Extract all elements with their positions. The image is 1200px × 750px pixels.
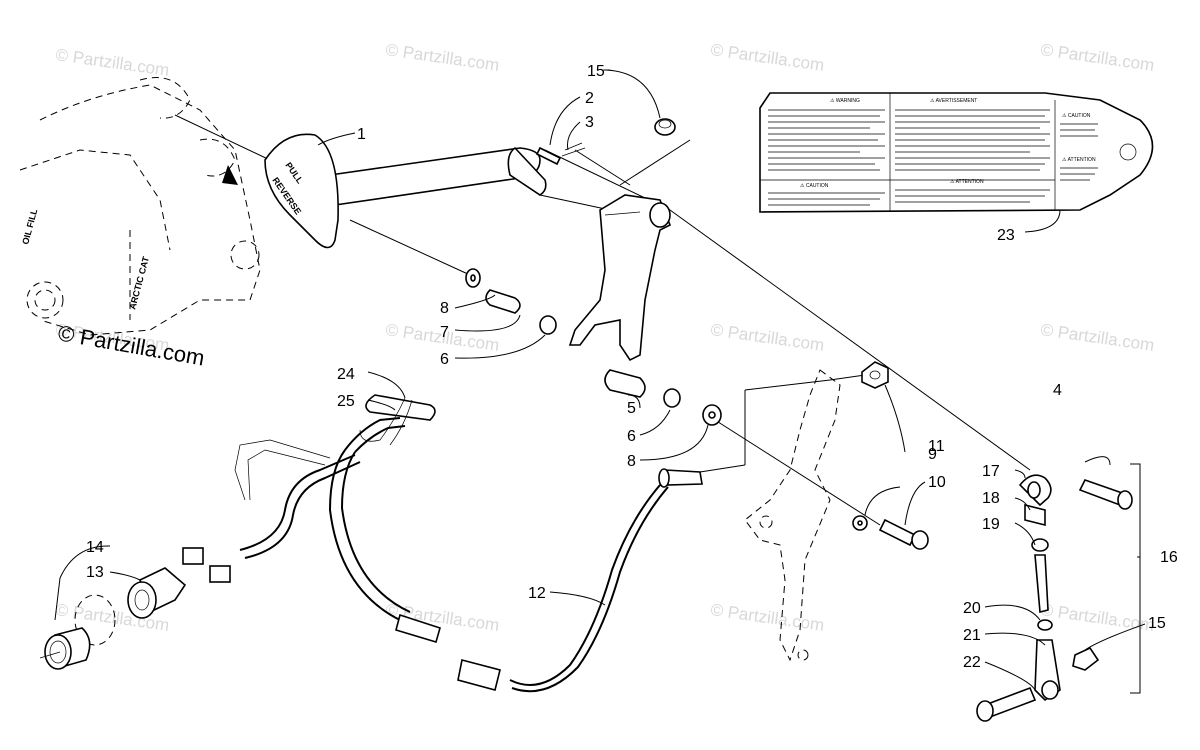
callout-1: 1 [357,126,366,143]
callout-14: 14 [86,539,104,556]
watermark: © Partzilla.com [1039,600,1155,635]
ignition-switch [39,567,187,670]
callout-7: 7 [440,324,449,341]
mount-bracket-phantom [744,369,841,662]
reverse-switch-cable [457,468,703,693]
callout-4: 4 [1053,382,1062,399]
callout-17: 17 [982,463,1000,480]
linkage-rod-assembly [976,463,1141,722]
bolt-10 [878,518,929,550]
callout-8b: 8 [627,453,636,470]
decal-attention-heading: ⚠ ATTENTION [950,179,984,185]
decal-warning-heading: ⚠ WARNING [830,98,860,104]
decal-fine-print [768,109,1098,206]
callout-12: 12 [528,585,546,602]
watermark: © Partzilla.com [1039,40,1155,75]
watermark: © Partzilla.com [709,40,825,75]
callout-2: 2 [585,90,594,107]
callout-18: 18 [982,490,1000,507]
decal-avertissement-heading: ⚠ AVERTISSEMENT [930,98,977,104]
lock-nut-11 [861,361,889,389]
brand-label: ARCTIC CAT [127,255,151,311]
watermark: © Partzilla.com [709,600,825,635]
reverse-handle: PULL REVERSE [264,133,547,249]
callout-25: 25 [337,393,355,410]
callout-9: 9 [928,446,937,463]
callout-16: 16 [1160,549,1178,566]
callout-5: 5 [627,400,636,417]
callout-23: 23 [997,227,1015,244]
callout-15a: 15 [587,63,605,80]
star-washer [852,515,868,531]
chassis-frame: OIL FILL ARCTIC CAT [19,77,261,336]
callout-leaders [54,69,1146,691]
watermark: © Partzilla.com [1039,320,1155,355]
lock-nut-upper [654,118,676,136]
callout-8a: 8 [440,300,449,317]
callout-19: 19 [982,516,1000,533]
arrow-marker [222,165,238,185]
callout-6b: 6 [627,428,636,445]
callout-3: 3 [585,114,594,131]
watermark: © Partzilla.com [384,40,500,75]
clevis-pin [535,142,586,166]
callout-13: 13 [86,564,104,581]
callout-24: 24 [337,366,355,383]
oil-fill-label: OIL FILL [20,207,39,245]
callout-20: 20 [963,600,981,617]
decal-caution-heading: ⚠ CAUTION [800,183,829,189]
callout-10: 10 [928,474,946,491]
decal-small-caution: ⚠ CAUTION [1062,113,1091,119]
watermark: © Partzilla.com [709,320,825,355]
reverse-lever [568,194,672,362]
bushing-set-left [465,268,557,335]
watermark: © Partzilla.com [54,45,170,80]
callout-numbers: 1 2 3 4 5 6 6 7 8 8 9 10 11 12 13 14 15 … [86,63,1178,671]
warning-decal: ⚠ WARNING ⚠ AVERTISSEMENT ⚠ CAUTION ⚠ AT… [759,92,1154,213]
copyright-text: © Partzilla.com [56,320,206,370]
bushing-set-right [604,369,722,426]
wiring-harness [182,394,441,643]
callout-11: 11 [928,438,945,455]
callout-21: 21 [963,627,981,644]
callout-6a: 6 [440,351,449,368]
callout-15b: 15 [1148,615,1166,632]
callout-22: 22 [963,654,981,671]
decal-small-attention: ⚠ ATTENTION [1062,157,1096,163]
